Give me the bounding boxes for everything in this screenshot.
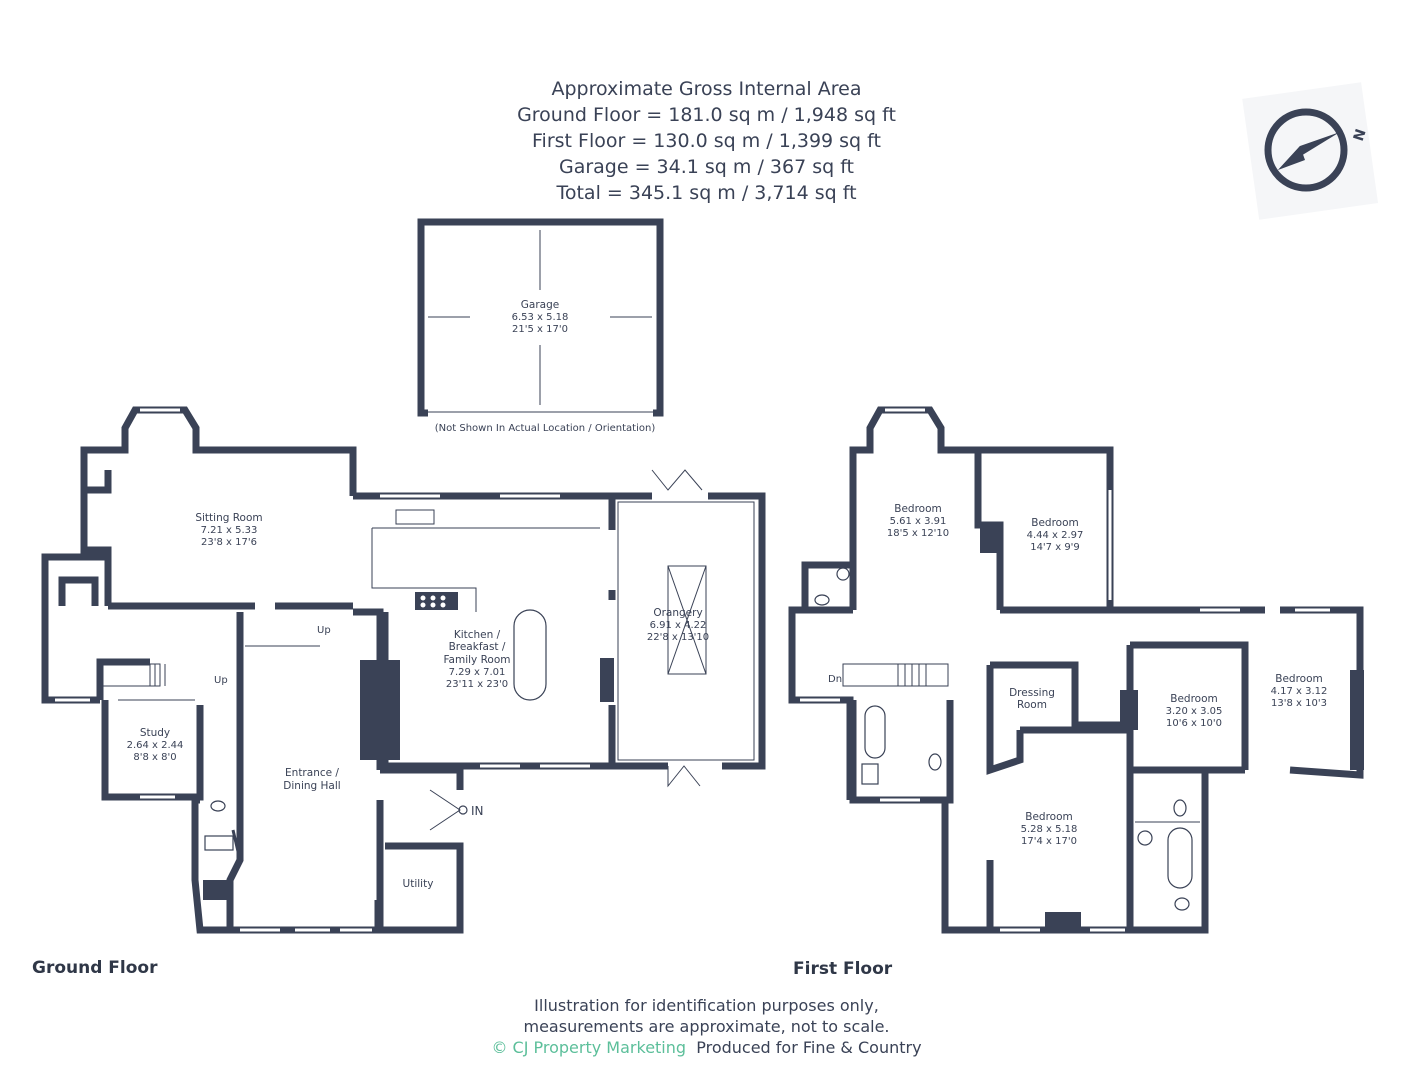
bed1-name: Bedroom [894,503,942,515]
compass-icon: N [1242,82,1379,220]
utility-name: Utility [403,878,434,890]
area-total: Total = 345.1 sq m / 3,714 sq ft [556,182,857,204]
kitchen-metric: 7.29 x 7.01 [449,667,506,678]
bed5-imperial: 17'4 x 17'0 [1021,836,1077,847]
study-imperial: 8'8 x 8'0 [133,752,176,763]
kitchen-imperial: 23'11 x 23'0 [446,679,508,690]
area-title: Approximate Gross Internal Area [551,78,862,100]
garage-name: Garage [521,299,559,311]
first-floor-label: First Floor [793,959,893,979]
stairs-up-label-2: Up [214,675,228,686]
bed3-imperial: 13'8 x 10'3 [1271,698,1327,709]
produced-for: Produced for Fine & Country [696,1038,922,1057]
kitchen-name-3: Family Room [443,654,510,666]
bed2-imperial: 14'7 x 9'9 [1030,542,1080,553]
first-floor-plan: Bedroom 5.61 x 3.91 18'5 x 12'10 Bedroom… [788,406,1364,934]
garage-plan: Garage 6.53 x 5.18 21'5 x 17'0 (Not Show… [417,218,664,434]
bed2-metric: 4.44 x 2.97 [1027,530,1084,541]
entrance-name-1: Entrance / [285,767,339,779]
brand-credit: © CJ Property Marketing [491,1038,687,1057]
ground-floor-label: Ground Floor [32,958,158,978]
bed1-metric: 5.61 x 3.91 [890,516,947,527]
garage-imperial: 21'5 x 17'0 [512,324,568,335]
study-metric: 2.64 x 2.44 [127,740,184,751]
bed1-imperial: 18'5 x 12'10 [887,528,949,539]
ground-floor-plan: Sitting Room 7.21 x 5.33 23'8 x 17'6 Kit… [41,406,766,934]
kitchen-name-2: Breakfast / [449,641,506,653]
study-name: Study [140,727,170,739]
garage-note: (Not Shown In Actual Location / Orientat… [435,423,656,434]
stairs-up-label-1: Up [317,625,331,636]
bed3-metric: 4.17 x 3.12 [1271,686,1328,697]
sitting-room-name: Sitting Room [195,512,262,524]
stairs-dn-label: Dn [828,674,842,685]
orangery-imperial: 22'8 x 13'10 [647,632,709,643]
area-first: First Floor = 130.0 sq m / 1,399 sq ft [532,130,881,152]
bed4-metric: 3.20 x 3.05 [1166,706,1223,717]
sitting-room-imperial: 23'8 x 17'6 [201,537,257,548]
entrance-name-2: Dining Hall [283,780,340,792]
compass-letter: N [1351,127,1370,143]
orangery-metric: 6.91 x 4.22 [650,620,707,631]
bed3-name: Bedroom [1275,673,1323,685]
bed5-metric: 5.28 x 5.18 [1021,824,1078,835]
area-ground: Ground Floor = 181.0 sq m / 1,948 sq ft [517,104,896,126]
garage-metric: 6.53 x 5.18 [512,312,569,323]
entry-label: IN [471,804,484,818]
bed2-name: Bedroom [1031,517,1079,529]
stairs-study [99,663,166,687]
bed4-imperial: 10'6 x 10'0 [1166,718,1222,729]
dressing-name-2: Room [1017,699,1047,711]
area-garage: Garage = 34.1 sq m / 367 sq ft [558,156,854,178]
credits-line: © CJ Property Marketing Produced for Fin… [0,1038,1413,1057]
disclaimer-line-1: Illustration for identification purposes… [534,996,879,1015]
sitting-room-metric: 7.21 x 5.33 [201,525,258,536]
bed4-name: Bedroom [1170,693,1218,705]
orangery-name: Orangery [653,607,702,619]
kitchen-name-1: Kitchen / [454,629,501,641]
dressing-name-1: Dressing [1009,687,1055,699]
bed5-name: Bedroom [1025,811,1073,823]
disclaimer-line-2: measurements are approximate, not to sca… [523,1017,890,1036]
